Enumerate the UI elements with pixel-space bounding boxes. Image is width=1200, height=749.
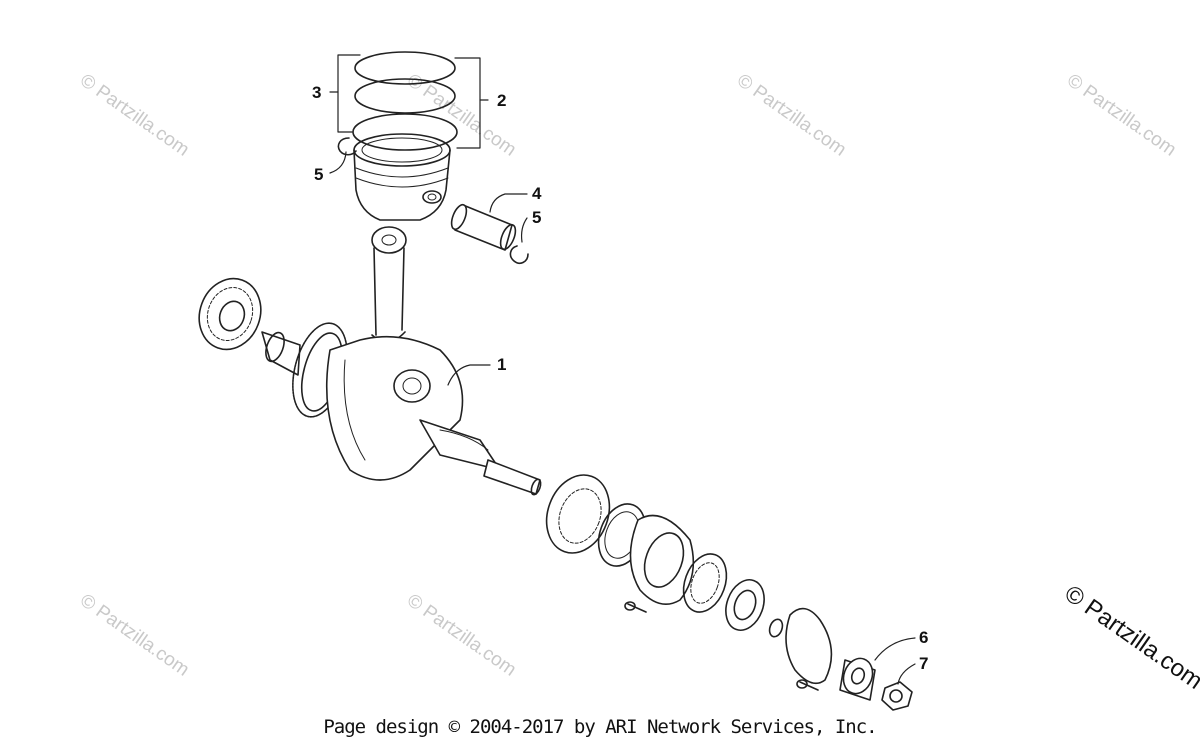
callout-5: 5 (532, 208, 541, 227)
callout-6: 6 (919, 628, 928, 647)
main-bearing-left (198, 277, 262, 351)
oil-seal (725, 579, 765, 631)
callout-1: 1 (497, 355, 506, 374)
piston (353, 133, 451, 221)
leader-lines (329, 54, 916, 685)
connecting-rod (371, 226, 407, 343)
circlip-left (337, 137, 357, 156)
screw-lower (796, 679, 819, 691)
callout-5: 5 (314, 165, 323, 184)
nut (881, 681, 913, 711)
piston-pin (450, 203, 517, 251)
piston-ring (354, 51, 456, 85)
main-bearing-right (545, 474, 611, 554)
piston-ring (352, 113, 458, 151)
circlip-right (509, 245, 529, 264)
page-footer: Page design © 2004-2017 by ARI Network S… (323, 716, 877, 738)
callout-7: 7 (919, 654, 928, 673)
bearing-retainer-plate (629, 514, 695, 606)
callout-3: 3 (312, 83, 321, 102)
piston-ring (354, 78, 456, 114)
callout-4: 4 (532, 184, 542, 203)
o-ring (768, 618, 784, 638)
sleeve (839, 657, 876, 701)
pump-drive-plate (785, 607, 833, 685)
needle-bearing (682, 553, 728, 613)
crankshaft (261, 322, 542, 496)
callout-2: 2 (497, 91, 506, 110)
piston-ring-set (352, 51, 458, 151)
screw (624, 601, 647, 613)
